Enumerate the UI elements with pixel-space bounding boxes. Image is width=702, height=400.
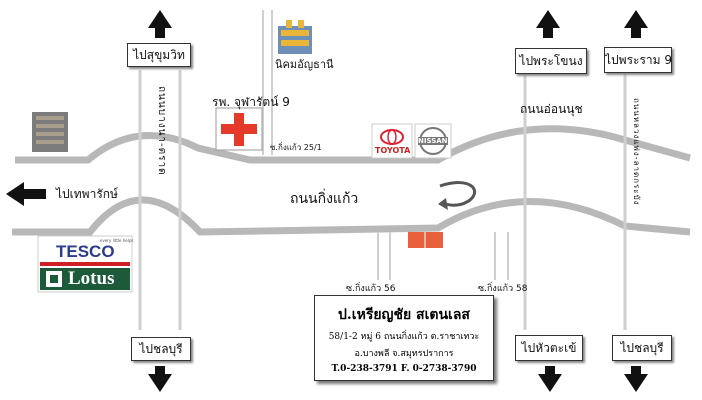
arrow-down-chonburi-right-icon bbox=[624, 366, 648, 392]
nissan-logo-icon bbox=[414, 123, 452, 159]
sign-phra-khanong: ไปพระโขนง bbox=[515, 48, 587, 74]
sign-chonburi-right: ไปชลบุรี bbox=[612, 335, 672, 361]
tesco-lotus-logo-icon bbox=[37, 235, 133, 293]
arrow-up-rama9-icon bbox=[624, 10, 648, 38]
arrow-up-sukhumvit-icon bbox=[148, 10, 172, 38]
label-tesco: TESCO bbox=[56, 242, 115, 261]
arrow-down-hua-takhe-icon bbox=[538, 366, 562, 392]
label-soi-58: ซ.กิ่งแก้ว 58 bbox=[478, 284, 528, 294]
sign-chonburi-left: ไปชลบุรี bbox=[131, 337, 191, 361]
label-main-road: ถนนกิ่งแก้ว bbox=[290, 191, 359, 207]
arrow-down-chonburi-left-icon bbox=[148, 366, 172, 392]
sign-rama9: ไปพระราม 9 bbox=[604, 47, 672, 73]
label-nissan: NISSAN bbox=[418, 137, 448, 145]
label-hospital: รพ. จุฬารัตน์ 9 bbox=[212, 95, 290, 109]
company-info-box: ป.เหรียญชัย สเตนเลส 58/1-2 หมู่ 6 ถนนกิ่… bbox=[314, 295, 494, 381]
company-building-icon bbox=[408, 232, 443, 248]
label-nikhom: นิคมอัญธานี bbox=[275, 58, 334, 71]
arrow-left-thepharak-icon bbox=[6, 182, 46, 206]
company-name: ป.เหรียญชัย สเตนเลส bbox=[338, 307, 470, 323]
label-lotus: Lotus bbox=[68, 268, 115, 289]
main-road-top-edge bbox=[15, 125, 691, 164]
hospital-cross-icon bbox=[215, 107, 263, 151]
label-bang-na-road: ถนนบางนา-ตราด bbox=[156, 86, 167, 176]
u-turn-arrow-icon bbox=[439, 181, 477, 207]
company-phone: T.0-238-3791 F. 0-2738-3790 bbox=[331, 364, 477, 374]
main-road-bottom-edge bbox=[12, 196, 691, 236]
label-tesco-tagline: every little helps bbox=[100, 238, 134, 243]
label-soi-56: ซ.กิ่งแก้ว 56 bbox=[346, 284, 396, 294]
toyota-logo-icon bbox=[371, 123, 413, 159]
sign-sukhumvit: ไปสุขุมวิท bbox=[127, 43, 191, 67]
label-soi-25-1: ซ.กิ่งแก้ว 25/1 bbox=[270, 143, 322, 152]
nikhom-building-icon bbox=[278, 20, 312, 54]
company-address-2: อ.บางพลี จ.สมุทรปราการ bbox=[354, 349, 454, 359]
label-thepharak: ไปเทพารักษ์ bbox=[56, 187, 118, 201]
arrow-up-phra-khanong-icon bbox=[536, 10, 560, 38]
building-photo-icon bbox=[32, 112, 68, 152]
label-on-nut-road: ถนนอ่อนนุช bbox=[520, 102, 583, 116]
company-address-1: 58/1-2 หมู่ 6 ถนนกิ่งแก้ว ต.ราชาเทวะ bbox=[328, 332, 480, 342]
sign-hua-takhe: ไปหัวตะเข้ bbox=[515, 335, 583, 361]
u-turn-arrow-head-icon bbox=[438, 198, 448, 210]
label-toyota: TOYOTA bbox=[375, 146, 411, 155]
label-lat-krabang-road: ถนนหลวงแพ่ง-ลาดกระบัง bbox=[632, 98, 641, 206]
